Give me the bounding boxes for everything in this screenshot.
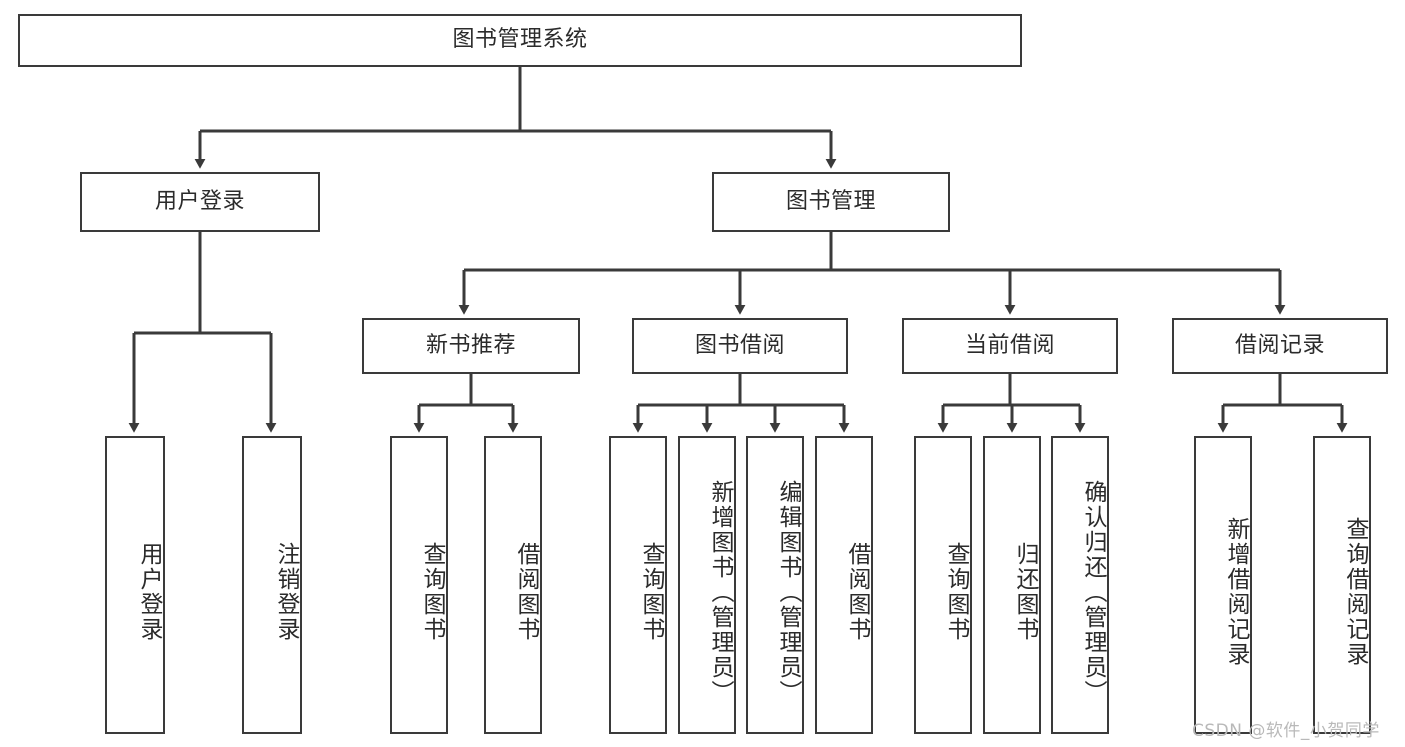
node-root-label: 图书管理系统 bbox=[452, 27, 588, 53]
leaf-confirm-return-admin-label: 确认归还（管理员） bbox=[1080, 479, 1106, 705]
leaf-add-borrow-record[interactable]: 新增借阅记录 bbox=[1194, 436, 1252, 734]
leaf-return-book-label: 归还图书 bbox=[1012, 542, 1038, 642]
leaf-logout-login-label: 注销登录 bbox=[273, 542, 299, 642]
node-root[interactable]: 图书管理系统 bbox=[18, 14, 1022, 67]
leaf-query-book-recommend-label: 查询图书 bbox=[419, 542, 445, 642]
node-new-book-recommend-label: 新书推荐 bbox=[425, 332, 516, 358]
node-book-management-label: 图书管理 bbox=[785, 188, 876, 214]
leaf-return-book[interactable]: 归还图书 bbox=[983, 436, 1041, 734]
leaf-query-borrow-record[interactable]: 查询借阅记录 bbox=[1313, 436, 1371, 734]
node-user-login[interactable]: 用户登录 bbox=[80, 172, 320, 232]
leaf-add-book-admin[interactable]: 新增图书（管理员） bbox=[678, 436, 736, 734]
leaf-user-login[interactable]: 用户登录 bbox=[105, 436, 165, 734]
leaf-query-book-current[interactable]: 查询图书 bbox=[914, 436, 972, 734]
leaf-edit-book-admin-label: 编辑图书（管理员） bbox=[775, 479, 801, 705]
leaf-add-borrow-record-label: 新增借阅记录 bbox=[1223, 517, 1249, 667]
leaf-query-borrow-record-label: 查询借阅记录 bbox=[1342, 517, 1368, 667]
node-book-borrow-label: 图书借阅 bbox=[694, 332, 785, 358]
leaf-borrow-book[interactable]: 借阅图书 bbox=[815, 436, 873, 734]
node-user-login-label: 用户登录 bbox=[154, 188, 245, 214]
leaf-query-book-current-label: 查询图书 bbox=[943, 542, 969, 642]
leaf-add-book-admin-label: 新增图书（管理员） bbox=[707, 479, 733, 705]
node-current-borrow-label: 当前借阅 bbox=[964, 332, 1055, 358]
csdn-watermark: CSDN @软件_小贺同学 bbox=[1192, 721, 1380, 741]
node-current-borrow[interactable]: 当前借阅 bbox=[902, 318, 1118, 374]
node-book-management[interactable]: 图书管理 bbox=[712, 172, 950, 232]
node-borrow-record[interactable]: 借阅记录 bbox=[1172, 318, 1388, 374]
node-new-book-recommend[interactable]: 新书推荐 bbox=[362, 318, 580, 374]
leaf-query-book-recommend[interactable]: 查询图书 bbox=[390, 436, 448, 734]
leaf-confirm-return-admin[interactable]: 确认归还（管理员） bbox=[1051, 436, 1109, 734]
node-borrow-record-label: 借阅记录 bbox=[1234, 332, 1325, 358]
leaf-borrow-book-label: 借阅图书 bbox=[844, 542, 870, 642]
node-book-borrow[interactable]: 图书借阅 bbox=[632, 318, 848, 374]
leaf-user-login-label: 用户登录 bbox=[136, 542, 162, 642]
leaf-query-book-borrow-label: 查询图书 bbox=[638, 542, 664, 642]
leaf-edit-book-admin[interactable]: 编辑图书（管理员） bbox=[746, 436, 804, 734]
leaf-borrow-book-recommend-label: 借阅图书 bbox=[513, 542, 539, 642]
leaf-logout-login[interactable]: 注销登录 bbox=[242, 436, 302, 734]
leaf-borrow-book-recommend[interactable]: 借阅图书 bbox=[484, 436, 542, 734]
leaf-query-book-borrow[interactable]: 查询图书 bbox=[609, 436, 667, 734]
